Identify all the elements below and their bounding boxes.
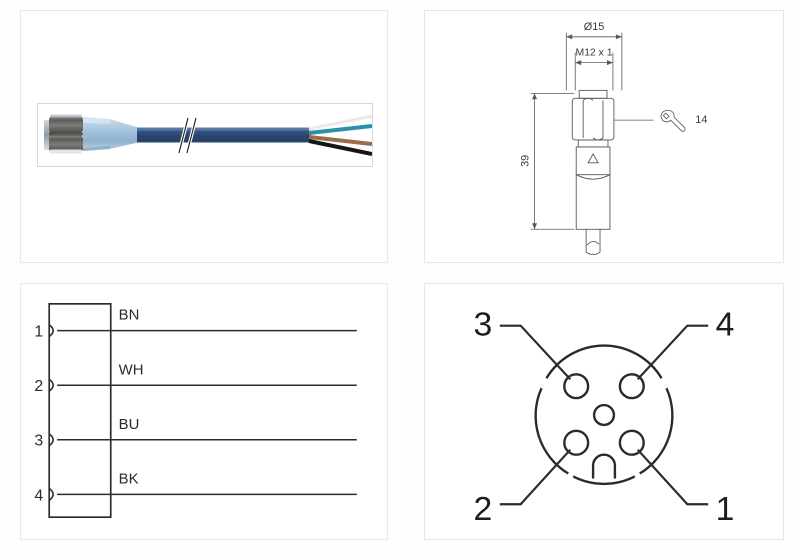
wire-row-1: 1 BN [34,308,357,341]
pin-number-2: 2 [34,378,43,395]
wire-code-2: WH [119,362,144,378]
pin-number-1: 1 [34,324,43,341]
coupling-nut [44,114,83,154]
wire-row-3: 3 BU [34,417,357,450]
wire-row-2: 2 WH [34,362,357,395]
length-dimension: 39 [520,92,575,230]
pin-label-bottom-right: 1 [716,490,735,528]
contact-hole-3 [563,373,590,400]
pin-assignment-panel: 3 4 2 1 [424,283,784,540]
wire-row-4: 4 BK [34,471,357,504]
leader-line-4 [636,324,709,380]
cable [137,127,311,143]
break-symbol [177,117,198,154]
wire-code-4: BK [119,471,139,487]
thread-label: M12 x 1 [576,48,613,59]
contact-hole-1 [618,429,645,456]
pin-label-top-left: 3 [474,306,493,344]
leader-line-1 [636,448,709,506]
socket-symbol-3 [48,433,54,447]
product-photo-frame [37,103,373,167]
center-hole [592,403,616,427]
outer-diameter-dimension: Ø15 [565,21,623,91]
pin-assignment-diagram: 3 4 2 1 [474,306,735,529]
length-label: 39 [520,155,532,167]
wrench-callout: 14 [613,109,707,132]
cable-stub [585,229,601,256]
dimension-drawing-panel: Ø15 M12 x 1 39 [424,10,784,263]
exposed-wires [308,114,372,156]
connector-body-symbol [48,303,112,519]
socket-symbol-2 [48,378,54,392]
product-photo-image [38,104,372,166]
connector-outline [571,89,615,256]
leader-line-2 [499,448,572,506]
wiring-diagram-panel: 1 BN 2 WH 3 BU 4 [20,283,388,540]
connector-face-circle [534,344,674,486]
connector-taper [576,178,610,230]
keyway-notch [591,453,617,479]
socket-symbol-1 [48,324,54,338]
pin-label-bottom-left: 2 [474,490,493,528]
leader-line-3 [499,324,572,380]
triangle-marking [587,152,599,164]
product-photo-panel [20,10,388,263]
pin-label-top-right: 4 [716,306,735,344]
pin-number-3: 3 [34,433,43,450]
thread-dimension: M12 x 1 [574,48,614,91]
outer-diameter-label: Ø15 [584,21,605,33]
wire-code-1: BN [119,308,140,324]
connector-body [83,117,138,151]
pin-number-4: 4 [34,487,43,504]
socket-symbol-4 [48,487,54,501]
contact-hole-4 [618,373,645,400]
contact-hole-2 [563,429,590,456]
wrench-icon [660,109,686,132]
dimension-drawing: Ø15 M12 x 1 39 [520,21,707,256]
wrench-size-label: 14 [695,114,707,126]
wiring-diagram: 1 BN 2 WH 3 BU 4 [34,303,357,519]
wire-code-3: BU [119,417,140,433]
